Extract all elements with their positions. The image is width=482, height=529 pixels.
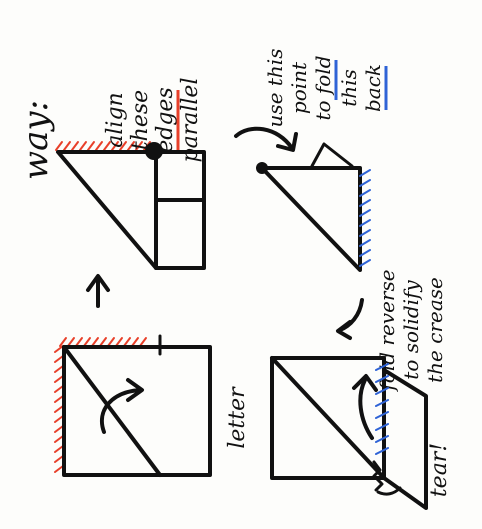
fold-line2: to solidify — [399, 280, 423, 380]
align-note: align these edges parallel — [103, 78, 203, 163]
step4-curl-arrowhead — [352, 374, 378, 392]
use-line2: point — [287, 61, 311, 114]
letter-label: letter — [225, 386, 250, 449]
tear-mark — [372, 460, 384, 492]
pivot-dot-icon — [145, 142, 163, 160]
step3-pivot-dot — [256, 162, 268, 174]
step3-triangle — [260, 166, 362, 272]
step2-strip — [154, 150, 206, 270]
heading-label: way: — [16, 100, 56, 180]
fold-arrow-head — [276, 132, 298, 152]
align-line4: parallel — [178, 78, 203, 163]
fold-line3: the crease — [423, 277, 447, 383]
letter-diagonal — [62, 345, 162, 477]
letter-rect — [62, 345, 212, 477]
step1-letter-sheet — [54, 334, 212, 477]
red-hatch-step2 — [55, 141, 151, 151]
step3-fold-flap — [310, 142, 354, 168]
red-hatch-top-step1 — [59, 337, 147, 347]
right-arrow-icon — [86, 274, 110, 308]
fold-arrow-icon — [234, 126, 294, 150]
step4-curl-arrow — [358, 376, 374, 440]
use-line5: back — [361, 64, 385, 112]
use-line1: use this — [263, 49, 287, 128]
step4-rect — [270, 356, 386, 480]
use-note: use this point to fold this back — [263, 49, 388, 128]
step4-sheet — [270, 356, 428, 510]
step4-diagonal — [270, 356, 386, 480]
blue-hatch-step3 — [359, 169, 371, 267]
use-line3: to fold — [311, 55, 335, 120]
align-line2: these — [128, 90, 153, 150]
align-line3: edges — [153, 87, 178, 153]
curved-arrow-icon — [100, 388, 142, 434]
tear-label: tear! — [427, 443, 452, 497]
step3-triangle-sheet — [256, 142, 371, 272]
step2-folded-sheet — [55, 141, 206, 270]
curved-arrow-head — [126, 378, 144, 402]
step4-fold-flap — [382, 368, 428, 510]
step2-triangle — [56, 150, 158, 270]
down-arrow-head — [336, 320, 352, 340]
red-hatch-left-step1 — [54, 345, 64, 473]
tear-arrow — [376, 486, 402, 496]
blue-hatch-step4 — [375, 363, 389, 455]
use-line4: this — [337, 69, 361, 107]
align-line1: align — [103, 92, 128, 147]
